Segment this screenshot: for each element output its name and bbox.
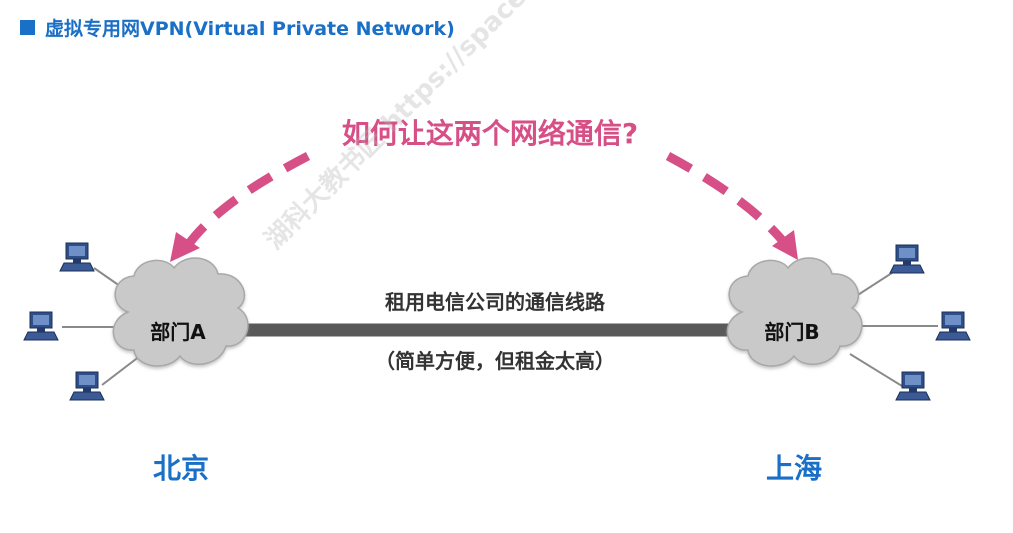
arrow-head-icon	[772, 230, 798, 260]
city-b-label: 上海	[765, 452, 822, 485]
computer-icon	[69, 371, 105, 401]
computer-icon	[23, 311, 59, 341]
dashed-arrow-icon	[665, 152, 786, 243]
computer-icon	[935, 311, 971, 341]
dept-b-label: 部门B	[764, 320, 820, 344]
link-note: （简单方便，但租金太高）	[375, 349, 615, 373]
arrow-head-icon	[170, 232, 200, 262]
computer-icon	[889, 244, 925, 274]
city-a-label: 北京	[152, 452, 209, 485]
slide-title: 虚拟专用网VPN(Virtual Private Network)	[45, 17, 455, 40]
header-square-icon	[20, 19, 35, 35]
computer-icon	[59, 242, 95, 272]
question-text: 如何让这两个网络通信?	[341, 117, 639, 150]
dept-a-label: 部门A	[150, 320, 206, 344]
connection-line	[101, 355, 141, 386]
slide-header: 虚拟专用网VPN(Virtual Private Network)	[20, 14, 455, 40]
cloud-icon	[726, 257, 863, 367]
link-label: 租用电信公司的通信线路	[385, 290, 605, 314]
dashed-arrow-icon	[184, 152, 311, 248]
cloud-icon	[112, 257, 249, 367]
connection-line	[849, 353, 903, 387]
